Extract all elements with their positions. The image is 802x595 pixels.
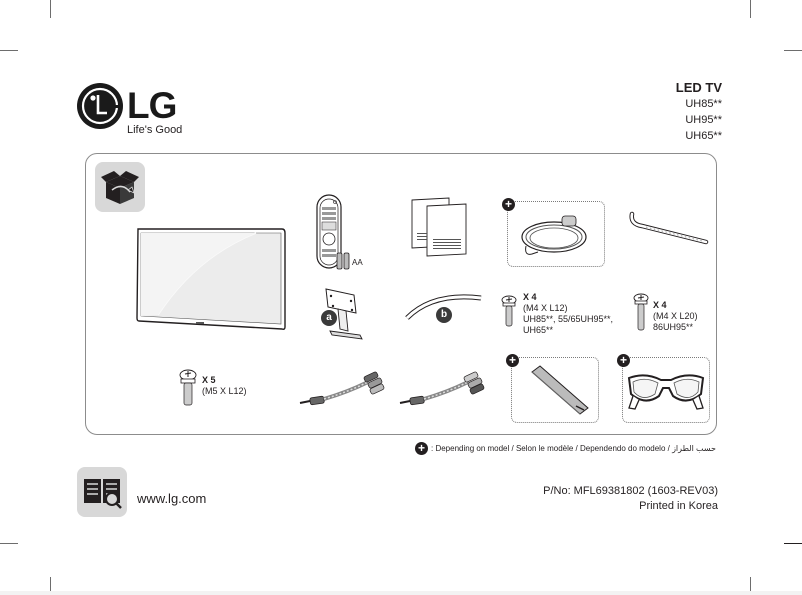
product-title: LED TV [675,80,722,95]
part-a-badge: a [321,310,337,326]
model-line: UH65** [685,130,722,142]
screw-spec: (M5 X L12) [202,386,247,396]
optional-plus-icon: + [415,442,428,455]
brand-tagline: Life's Good [127,124,183,136]
optional-plus-icon: + [506,354,519,367]
crop-mark [750,0,751,18]
printed-in: Printed in Korea [639,500,718,512]
unpack-box-icon [95,162,145,212]
screw-qty: X 5 [202,375,216,385]
optional-legend: + : Depending on model / Selon le modèle… [415,442,716,455]
tv-illustration [136,228,286,330]
batteries-label: AA [352,258,363,267]
magic-remote-illustration [316,194,342,269]
screw-models: UH65** [523,325,554,335]
manual-search-icon [77,467,127,517]
screw-spec-m4-l20: X 4 (M4 X L20) 86UH95** [653,300,698,333]
screw-models: UH85**, 55/65UH95**, [523,314,614,324]
optional-plus-icon: + [617,354,630,367]
screw-spec-m5-l12: X 5 (M5 X L12) [202,375,247,397]
model-line: UH95** [685,114,722,126]
lg-face-icon [77,83,123,129]
power-cord-illustration [521,215,587,255]
component-gender-cable-illustration [399,371,485,406]
stand-arc-illustration [405,294,482,320]
cable-holder-illustration [629,211,709,245]
lg-website-link[interactable]: www.lg.com [137,491,207,506]
lg-logo: LG Life's Good [77,83,197,139]
legend-text: : Depending on model / Selon le modèle /… [431,444,716,453]
crop-mark [0,543,18,544]
optional-item-3d-glasses [622,357,710,423]
screw-icon [501,295,517,327]
crop-mark [50,577,51,595]
screw-qty: X 4 [653,300,667,310]
crop-mark [784,543,802,544]
cable-cover-illustration [531,365,589,415]
part-number: P/No: MFL69381802 (1603-REV03) [543,485,718,497]
screw-icon [179,369,197,406]
screw-icon [633,293,649,331]
stand-base-illustration [325,288,363,340]
optional-item-power-cord [507,201,605,267]
optional-item-cable-cover [511,357,599,423]
part-b-badge: b [436,307,452,323]
screw-models: 86UH95** [653,322,694,332]
owners-manual-illustration [411,197,467,257]
crop-mark [750,577,751,595]
av-gender-cable-illustration [299,371,385,406]
crop-mark [0,50,18,51]
aa-batteries-illustration [336,252,350,270]
page-edge [0,591,802,595]
screw-qty: X 4 [523,292,537,302]
part-number-block: P/No: MFL69381802 (1603-REV03) Printed i… [543,484,718,514]
screw-spec: (M4 X L12) [523,303,568,313]
model-block: LED TV UH85** UH95** UH65** [676,80,722,144]
3d-glasses-illustration [627,374,705,410]
crop-mark [50,0,51,18]
crop-mark [784,50,802,51]
screw-spec-m4-l12: X 4 (M4 X L12) UH85**, 55/65UH95**, UH65… [523,292,613,336]
model-line: UH85** [685,98,722,110]
brand-name: LG [127,85,177,126]
package-contents-box [85,153,717,435]
screw-spec: (M4 X L20) [653,311,698,321]
optional-plus-icon: + [502,198,515,211]
